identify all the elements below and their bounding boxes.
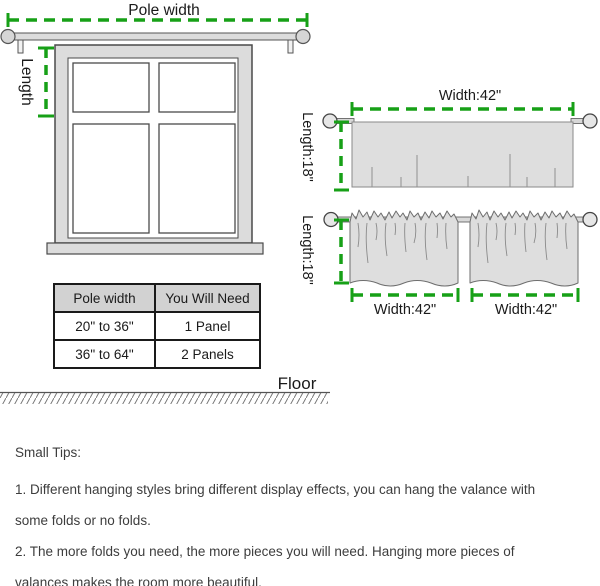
flat-valance-length-measure [334,120,349,192]
floor-label: Floor [278,374,317,393]
pole-finial-left [0,28,16,45]
tips-title: Small Tips: [15,445,82,460]
table-header-row: Pole width You Will Need [53,283,261,313]
floor-hatching [0,393,328,404]
cell-panels-needed: 1 Panel [154,311,261,341]
gathered-length-measure [334,218,349,285]
flat-valance-width-measure [350,102,575,116]
header-pole-width: Pole width [53,283,156,313]
flat-valance-width-label: Width:42" [439,88,501,104]
gathered-valance-diagram: Length:18" Width:42" Width:42" [299,209,598,318]
curtain-pole [0,28,311,54]
window-pane [72,123,150,234]
length-measure-line [38,46,54,118]
table-row: 36" to 64" 2 Panels [53,339,261,369]
header-you-will-need: You Will Need [154,283,261,313]
pole-finial-right [582,113,598,129]
window-pane [158,62,236,113]
gathered-panel-right [469,209,579,287]
cell-panels-needed: 2 Panels [154,339,261,369]
length-label: Length [18,58,35,105]
flat-valance-pole [322,113,598,129]
tip-1-line-1: 1. Different hanging styles bring differ… [15,482,536,497]
tip-2-line-2: valances makes the room more beautiful. [15,575,262,586]
pole-finial-right [295,28,311,45]
flat-valance-length-label: Length:18" [299,112,315,182]
fabric-creases [371,154,556,187]
small-tips-section: Small Tips: 1. Different hanging styles … [15,443,599,586]
window-pane [158,123,236,234]
tip-2-line-1: 2. The more folds you need, the more pie… [15,544,515,559]
pole-width-label: Pole width [128,2,200,19]
window [46,44,264,255]
pole-finial-right [582,211,598,228]
gathered-valance-pole [323,211,598,228]
gathered-width-label-right: Width:42" [495,302,557,318]
gathered-width-measure-left [350,288,460,302]
window-pole-diagram: Pole width [0,2,311,255]
flat-valance-fabric [351,121,574,188]
floor-diagram: Floor [0,374,330,404]
pole-bracket-left [17,39,24,54]
gathered-width-label-left: Width:42" [374,302,436,318]
pole-width-measure-line [6,13,309,27]
gathered-length-label: Length:18" [299,215,315,285]
fabric-creases [357,222,448,264]
tip-1-line-2: some folds or no folds. [15,513,151,528]
pole-bracket-right [287,39,294,54]
gathered-panel-left [349,209,459,287]
panel-count-table: Pole width You Will Need 20" to 36" 1 Pa… [53,283,261,369]
table-row: 20" to 36" 1 Panel [53,311,261,341]
window-pane [72,62,150,113]
cell-pole-width-range: 20" to 36" [53,311,156,341]
flat-valance-diagram: Width:42" Length:18" [299,88,598,192]
gathered-width-measure-right [470,288,580,302]
window-sill [46,242,264,255]
cell-pole-width-range: 36" to 64" [53,339,156,369]
fabric-creases [477,222,568,264]
